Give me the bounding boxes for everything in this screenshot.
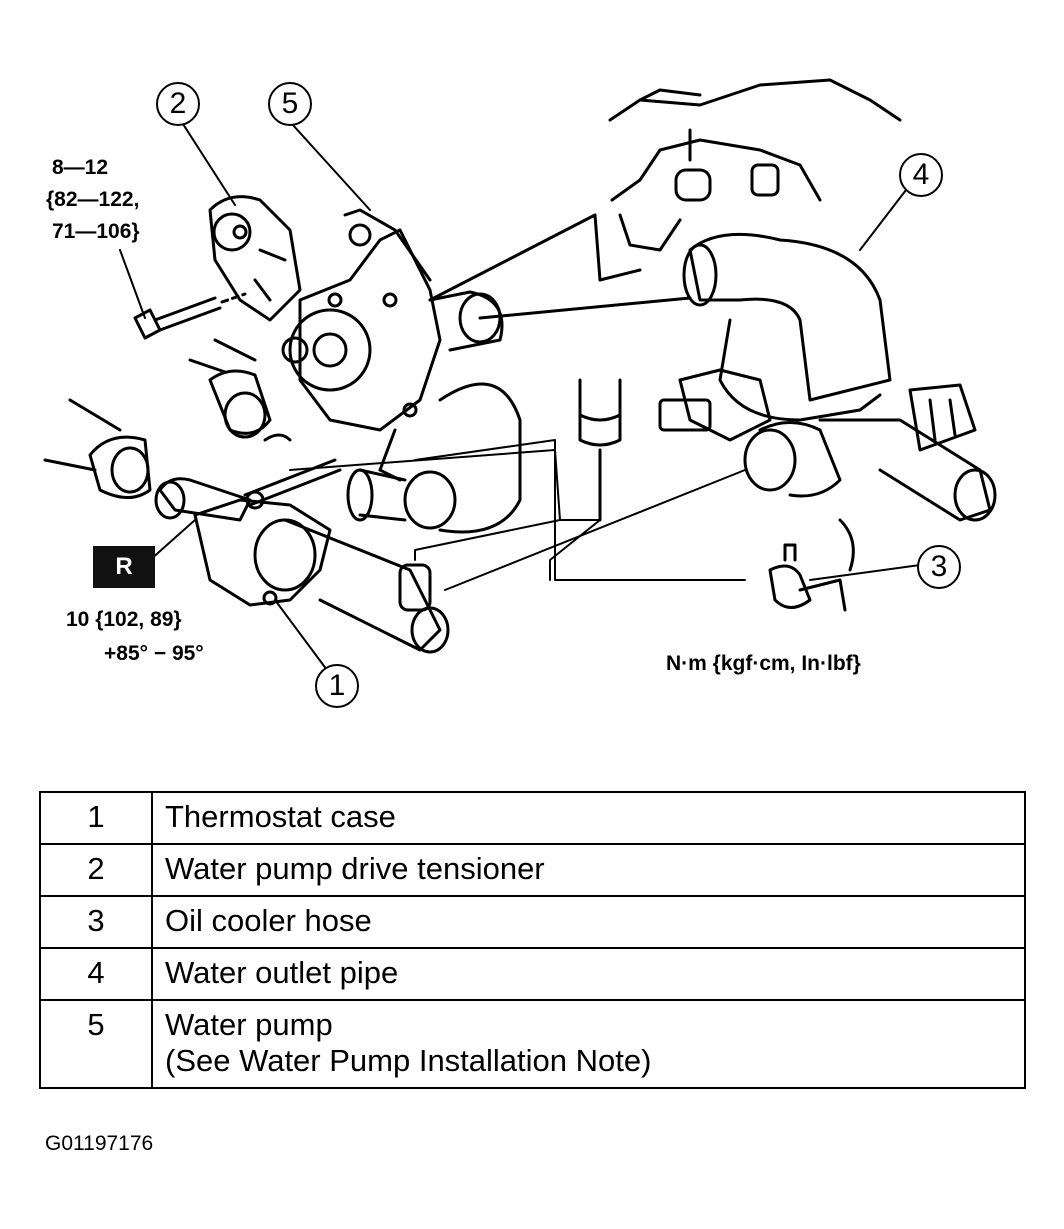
thermostat-case-part <box>154 458 450 654</box>
parts-legend-table: 1 Thermostat case 2 Water pump drive ten… <box>39 791 1026 1089</box>
pump-outlet <box>428 290 692 352</box>
water-pump-part <box>281 208 442 482</box>
legend-line: Oil cooler hose <box>165 903 372 938</box>
exploded-view-drawing <box>43 78 997 671</box>
legend-line: Water pump drive tensioner <box>165 851 545 886</box>
pipe-segment <box>578 378 622 522</box>
assembly-lines <box>289 439 746 591</box>
lower-hose <box>346 382 522 534</box>
tensioner-bolt <box>133 292 247 340</box>
torque-tensioner-line-2: {82—122, <box>46 188 140 211</box>
tensioner-part <box>208 195 302 322</box>
legend-part-name: Water pump drive tensioner <box>151 843 1026 897</box>
torque-units-label: N·m {kgf·cm, In·lbf} <box>666 652 861 675</box>
callout-3: 3 <box>917 545 961 589</box>
callout-1: 1 <box>315 664 359 708</box>
torque-thermostat-line-2: +85° − 95° <box>104 642 204 665</box>
callout-5: 5 <box>268 82 312 126</box>
legend-part-name: Water pump (See Water Pump Installation … <box>151 999 1026 1089</box>
engine-block-outline <box>428 78 902 302</box>
legend-line: Thermostat case <box>165 799 396 834</box>
figure-id: G01197176 <box>45 1132 154 1155</box>
replace-badge: R <box>93 546 155 588</box>
torque-tensioner-line-3: 71—106} <box>52 220 140 243</box>
legend-number: 4 <box>39 947 153 1001</box>
exploded-diagram: 1 2 3 4 5 8—12 {82—122, 71—106} R 10 {10… <box>43 78 997 708</box>
water-outlet-pipe-part <box>658 232 997 522</box>
legend-number: 1 <box>39 791 153 845</box>
torque-thermostat-line-1: 10 {102, 89} <box>66 608 182 631</box>
legend-line: Water pump <box>165 1007 333 1042</box>
legend-part-name: Water outlet pipe <box>151 947 1026 1001</box>
table-row: 3 Oil cooler hose <box>39 895 1026 949</box>
legend-part-name: Thermostat case <box>151 791 1026 845</box>
callout-4: 4 <box>899 153 943 197</box>
leader-lines <box>119 123 921 671</box>
table-row: 2 Water pump drive tensioner <box>39 843 1026 897</box>
legend-line: Water outlet pipe <box>165 955 399 990</box>
legend-part-name: Oil cooler hose <box>151 895 1026 949</box>
table-row: 5 Water pump (See Water Pump Installatio… <box>39 999 1026 1089</box>
callout-2: 2 <box>156 82 200 126</box>
table-row: 4 Water outlet pipe <box>39 947 1026 1001</box>
seal-rings <box>43 338 292 499</box>
torque-tensioner-line-1: 8—12 <box>52 156 109 179</box>
legend-line-note: (See Water Pump Installation Note) <box>165 1043 652 1078</box>
legend-number: 5 <box>39 999 153 1089</box>
table-row: 1 Thermostat case <box>39 791 1026 845</box>
legend-number: 3 <box>39 895 153 949</box>
oil-cooler-hose-part <box>768 518 855 612</box>
legend-number: 2 <box>39 843 153 897</box>
